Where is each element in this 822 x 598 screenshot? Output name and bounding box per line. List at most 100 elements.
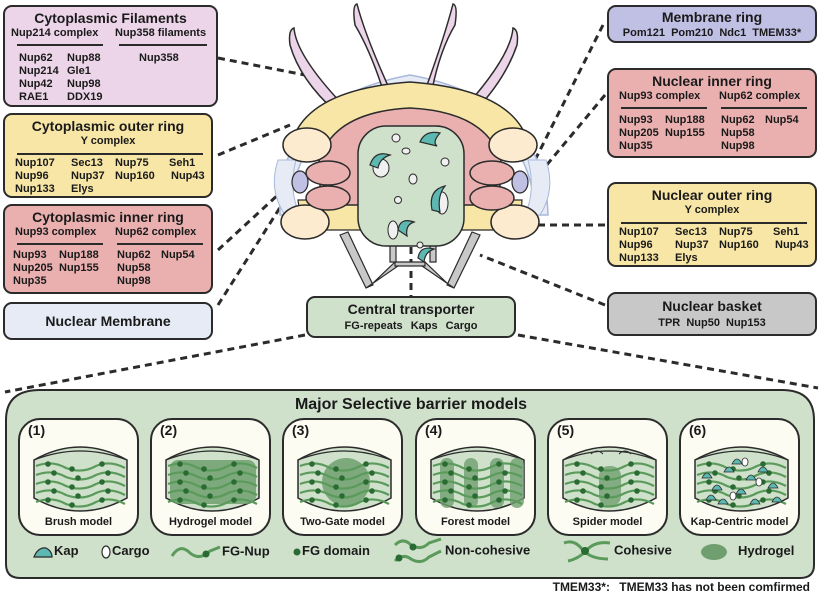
fg-domain <box>309 461 315 467</box>
cytoplasmic-filaments-box: Cytoplasmic Filaments Nup214 complex Nup… <box>3 5 218 107</box>
fg-domain <box>237 470 243 476</box>
model-label: Forest model <box>440 516 511 528</box>
central-transporter-box: Central transporter FG-repeats Kaps Carg… <box>306 296 516 338</box>
nup-item: Nup205 <box>619 127 659 139</box>
kap <box>723 466 735 473</box>
fg-domain <box>466 502 472 508</box>
fg-domain <box>628 479 634 485</box>
nup-item: Gle1 <box>67 65 91 77</box>
fg-nup-strand <box>564 480 655 490</box>
nup-item: Nup107 <box>619 226 659 238</box>
nuclear-basket-box: Nuclear basket TPR Nup50 Nup153 <box>607 292 817 336</box>
cargo <box>755 477 763 487</box>
fg-domain <box>99 497 105 503</box>
nuclear-basket-items: TPR Nup50 Nup153 <box>609 317 815 329</box>
group-name: Nup214 complex <box>11 27 99 39</box>
membrane-ring-items: Pom121 Pom210 Ndc1 TMEM33* <box>609 27 815 39</box>
fg-domain <box>448 470 454 476</box>
fg-domain <box>628 497 634 503</box>
kap-centric-model-illustration <box>694 446 789 512</box>
fg-domain <box>580 488 586 494</box>
nuclear-membrane-shape <box>279 74 549 216</box>
fg-domain <box>706 461 712 467</box>
central-transporter-items: FG-repeats Kaps Cargo <box>308 320 514 332</box>
barrier-models-title: Major Selective barrier models <box>294 396 528 413</box>
kap <box>767 482 779 489</box>
nup-item: Sec13 <box>675 226 707 238</box>
kap <box>749 498 761 505</box>
fg-domain <box>177 479 183 485</box>
model-card-brush: (1) Brush model <box>18 418 139 536</box>
fg-domain <box>442 497 448 503</box>
fg-domain <box>99 479 105 485</box>
central-transporter-title: Central transporter <box>347 301 475 317</box>
fg-domain <box>604 475 610 481</box>
leader-zoom-left <box>4 333 306 394</box>
cohesive-icon <box>563 540 611 563</box>
nup-item: Elys <box>71 183 94 195</box>
fg-domain <box>51 470 57 476</box>
nup-item: Nup62 <box>19 52 53 64</box>
fg-nup-strand <box>35 462 126 472</box>
group-name: Nup93 complex <box>619 90 701 102</box>
nup-item: Nup88 <box>67 52 101 64</box>
nup-item: Nup214 <box>19 65 59 77</box>
leader-zoom-right <box>517 333 819 390</box>
fg-domain <box>598 484 604 490</box>
fg-domain <box>502 470 508 476</box>
nup-item: Nup54 <box>765 114 799 126</box>
nup-item: Nup37 <box>71 170 105 182</box>
nup-item: Nup96 <box>15 170 49 182</box>
fg-domain <box>760 497 766 503</box>
y-complex-label: Y complex <box>684 204 740 216</box>
fg-nup-strand <box>167 498 258 508</box>
fg-domain <box>496 497 502 503</box>
leader-membrane-ring <box>528 24 605 171</box>
pore-rim <box>165 450 260 461</box>
legend-label: FG domain <box>302 543 370 558</box>
legend-label: Cohesive <box>614 542 672 558</box>
model-number: (4) <box>425 422 443 438</box>
nup-item: Seh1 <box>773 226 800 238</box>
nup-item: Nup160 <box>719 239 759 251</box>
cytoplasmic-outer-ring-shape <box>289 81 531 161</box>
fg-domain <box>51 488 57 494</box>
fg-domain <box>75 493 81 499</box>
forest-column <box>464 458 478 508</box>
legend-non-cohesive: Non-cohesive <box>393 537 530 565</box>
membrane-ring-box: Membrane ring Pom121 Pom210 Ndc1 TMEM33* <box>607 5 817 43</box>
kap <box>771 496 783 503</box>
fg-domain <box>598 502 604 508</box>
cargo <box>741 457 749 467</box>
cytoplasmic-outer-ring-box: Cytoplasmic outer ring Y complex Nup107 … <box>3 113 213 198</box>
leader-cyto-inner <box>216 168 307 252</box>
pore-rim <box>33 450 128 461</box>
fg-domain <box>472 475 478 481</box>
nuclear-basket-title: Nuclear basket <box>662 298 762 314</box>
fg-domain <box>730 502 736 508</box>
legend-fg-domain: FG domain <box>292 543 370 559</box>
legend-hydrogel: Hydrogel <box>700 543 794 561</box>
nup-item: Nup133 <box>15 183 55 195</box>
nuclear-membrane-box: Nuclear Membrane <box>3 302 213 340</box>
fg-domain <box>315 470 321 476</box>
legend-cohesive: Cohesive <box>562 537 672 565</box>
legend-label: Non-cohesive <box>445 542 531 558</box>
fg-nup-strand <box>564 462 655 472</box>
fg-nup-strand <box>432 498 523 508</box>
leader-cyto-outer <box>217 123 291 157</box>
fg-domain <box>496 461 502 467</box>
fg-domain <box>369 470 375 476</box>
nuclear-basket-shape <box>339 229 481 289</box>
footnote-key: TMEM33*: <box>552 580 610 594</box>
model-number: (3) <box>292 422 310 438</box>
y-complex-label: Y complex <box>80 135 136 147</box>
fg-domain <box>183 488 189 494</box>
npc-illustration <box>273 3 551 289</box>
fg-domain <box>448 488 454 494</box>
nup-item: Nup58 <box>117 262 151 274</box>
nup-item: Nup160 <box>115 170 155 182</box>
fg-domain <box>466 466 472 472</box>
fg-domain <box>760 461 766 467</box>
fg-domain <box>574 461 580 467</box>
